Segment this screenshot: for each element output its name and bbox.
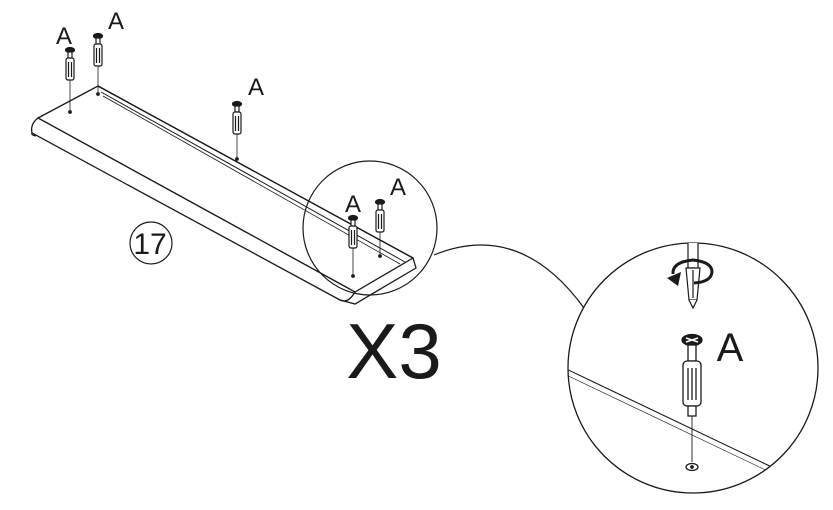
cam-bolt-icon [347, 214, 359, 278]
callout-connector [433, 244, 585, 309]
cam-bolt-icon [681, 333, 703, 472]
part-number: 17 [133, 228, 166, 261]
cam-bolt-icon [92, 32, 104, 96]
cam-bolt-icon [374, 198, 386, 258]
rotate-arrow-icon [667, 258, 714, 286]
cam-bolt-group [64, 32, 386, 278]
cam-bolt-icon [231, 100, 243, 161]
quantity-label: X3 [346, 307, 441, 395]
hardware-label: A [56, 23, 72, 50]
hardware-label: A [108, 8, 124, 35]
zoom-detail: A [567, 242, 819, 494]
hardware-label: A [390, 174, 406, 201]
hardware-label-large: A [717, 326, 744, 370]
cam-bolt-icon [64, 46, 76, 114]
board-panel [30, 85, 417, 305]
hardware-label: A [345, 191, 361, 218]
hardware-label: A [248, 74, 264, 101]
magnifier-circle-icon [302, 160, 438, 296]
part-number-circle [129, 221, 173, 265]
